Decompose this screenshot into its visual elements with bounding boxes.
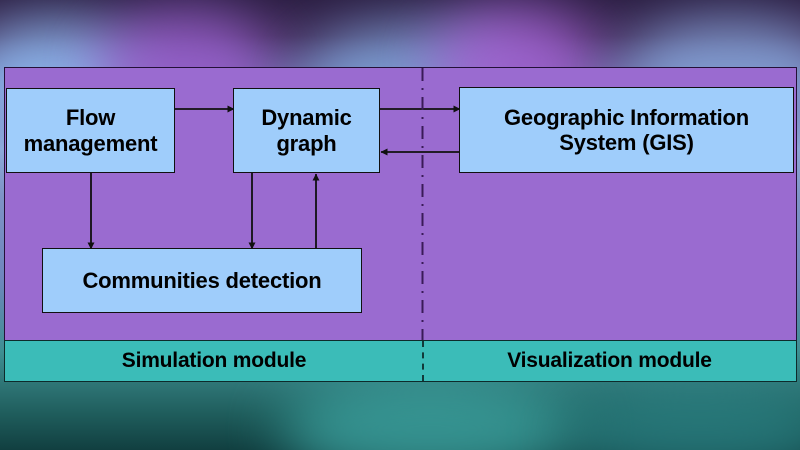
module-band: Simulation module Visualization module: [4, 340, 797, 382]
node-communities-detection[interactable]: Communities detection: [42, 248, 362, 313]
module-band-divider: [422, 341, 424, 381]
module-label-simulation: Simulation module: [121, 349, 307, 372]
module-label-visualization: Visualization module: [507, 349, 712, 372]
node-communities-detection-label: Communities detection: [82, 267, 322, 293]
